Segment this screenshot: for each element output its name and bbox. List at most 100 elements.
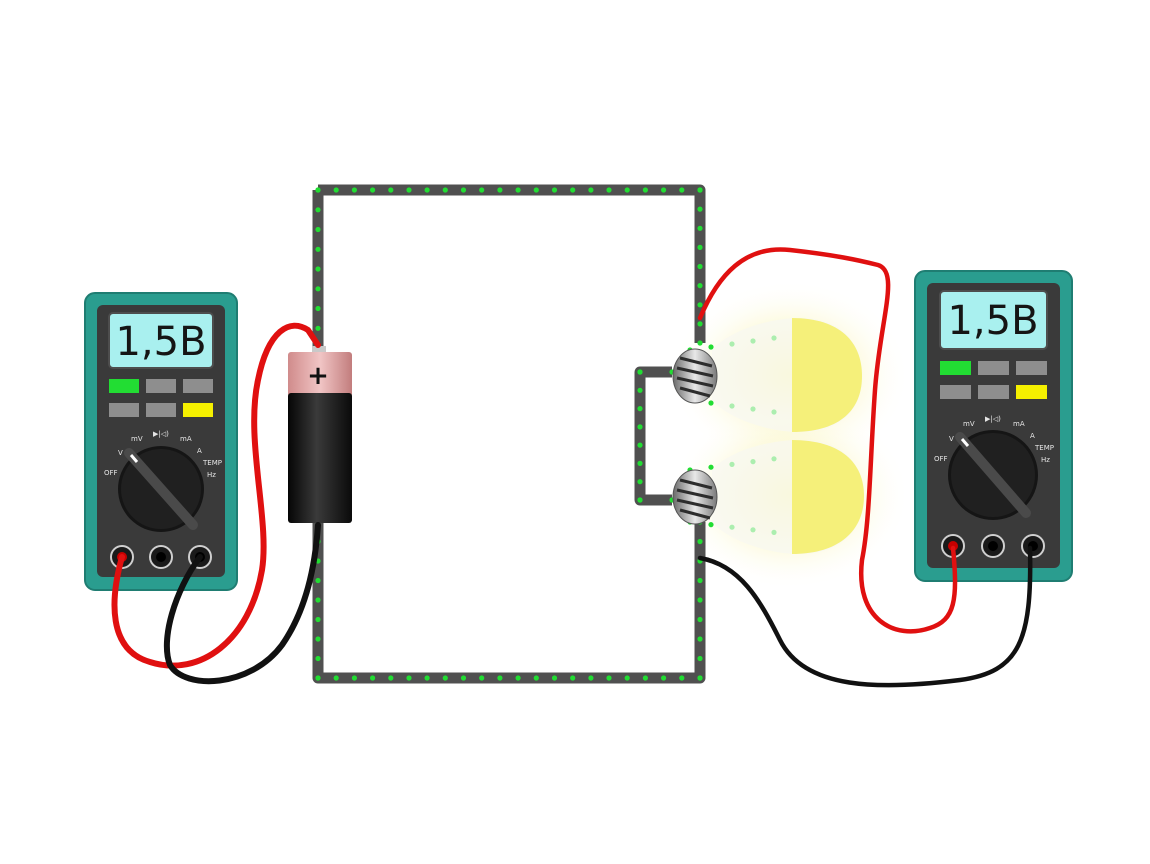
current-dot [637, 406, 643, 412]
bulb-top-base [672, 348, 718, 404]
rotary-dial-right[interactable] [948, 430, 1038, 520]
current-dot [624, 675, 630, 681]
dial-label-mv: mV [131, 435, 143, 443]
dial-label-off: OFF [934, 455, 948, 463]
current-dot [424, 187, 430, 193]
current-dot [333, 187, 339, 193]
black-lead-left[interactable] [163, 522, 321, 685]
current-dot [315, 577, 321, 584]
button-gray-3-right[interactable] [940, 385, 971, 399]
multimeter-right: 1,5B OFF V mV ▶|◁) mA A TEMP Hz [914, 270, 1073, 582]
rotary-dial-left[interactable] [118, 446, 204, 532]
circuit-wire-loop [312, 184, 706, 684]
current-dot [460, 675, 467, 681]
dial-labels-left: OFF V mV ▶|◁) mA A TEMP Hz [104, 430, 222, 479]
current-dot [406, 675, 412, 681]
bulb-bottom [672, 440, 864, 554]
dial-label-ma: mA [1013, 420, 1025, 428]
current-dot [315, 675, 321, 681]
current-dot [697, 577, 703, 584]
current-dot [570, 187, 576, 193]
current-dot [315, 325, 321, 331]
current-dot [637, 387, 643, 393]
dial-label-a: A [1030, 432, 1035, 440]
current-dot [497, 187, 503, 193]
current-dot [697, 538, 703, 545]
current-dot [333, 675, 339, 681]
button-yellow-left[interactable] [183, 403, 213, 417]
current-dot [637, 479, 643, 485]
battery-plus-symbol: + [307, 361, 329, 391]
black-lead-right[interactable] [697, 545, 1033, 688]
current-dot [351, 675, 357, 681]
current-dot [697, 597, 703, 603]
current-dot [370, 187, 376, 193]
current-dot [697, 187, 703, 193]
current-dot [315, 636, 321, 642]
current-dot [697, 225, 703, 231]
current-dot [637, 424, 643, 430]
current-dot [315, 597, 321, 603]
button-gray-4-left[interactable] [146, 403, 176, 417]
dial-label-a: A [197, 447, 202, 455]
button-gray-1-left[interactable] [146, 379, 176, 393]
dial-label-temp: TEMP [202, 459, 222, 467]
button-yellow-right[interactable] [1016, 385, 1047, 399]
battery: + [288, 346, 352, 523]
button-gray-4-right[interactable] [978, 385, 1009, 399]
current-dot [315, 226, 321, 233]
dial-label-diode: ▶|◁) [153, 430, 169, 438]
red-lead-right[interactable] [697, 247, 958, 634]
button-green-right[interactable] [940, 361, 971, 375]
current-dot [588, 187, 594, 193]
current-dot [315, 246, 321, 252]
current-dot [697, 655, 703, 662]
current-dot [315, 286, 321, 292]
current-dot [351, 187, 357, 193]
button-gray-1-right[interactable] [978, 361, 1009, 375]
current-dot [708, 522, 714, 528]
current-dot [697, 302, 703, 308]
current-dot [697, 675, 703, 681]
button-gray-3-left[interactable] [109, 403, 139, 417]
current-dot [661, 187, 667, 193]
current-dot [315, 266, 321, 272]
dial-label-temp: TEMP [1034, 444, 1054, 452]
current-dot [315, 207, 321, 213]
bulb-top [672, 318, 862, 432]
bulb-bottom-base [672, 469, 718, 525]
current-dot [697, 616, 703, 623]
current-dot [315, 187, 321, 193]
current-dot [697, 636, 703, 642]
current-dot [637, 369, 643, 375]
current-dot [588, 675, 594, 681]
current-dot [442, 187, 448, 193]
current-dot [642, 187, 649, 193]
current-dot [533, 675, 539, 681]
button-gray-2-right[interactable] [1016, 361, 1047, 375]
current-dot [697, 206, 703, 212]
button-green-left[interactable] [109, 379, 139, 393]
current-dot [708, 464, 714, 470]
current-dot [388, 675, 394, 681]
current-dot [637, 442, 643, 448]
display-reading-left: 1,5B [115, 319, 206, 365]
multimeter-left: 1,5B OFF V mV ▶|◁) mA A TEMP Hz [84, 292, 238, 591]
current-dot [697, 263, 703, 270]
current-dot [479, 187, 485, 193]
current-dot [315, 616, 321, 623]
current-dot [708, 400, 714, 406]
current-dot [460, 187, 467, 193]
current-dot [708, 344, 714, 350]
current-dot [570, 675, 576, 681]
current-dot [697, 244, 703, 250]
current-dot [679, 187, 685, 193]
button-gray-2-left[interactable] [183, 379, 213, 393]
current-dot [551, 675, 558, 681]
dial-label-mv: mV [963, 420, 975, 428]
current-dot [515, 675, 521, 681]
current-dot [315, 655, 321, 662]
red-lead-left[interactable] [111, 322, 321, 669]
current-dot [497, 675, 503, 681]
display-reading-right: 1,5B [947, 298, 1038, 344]
